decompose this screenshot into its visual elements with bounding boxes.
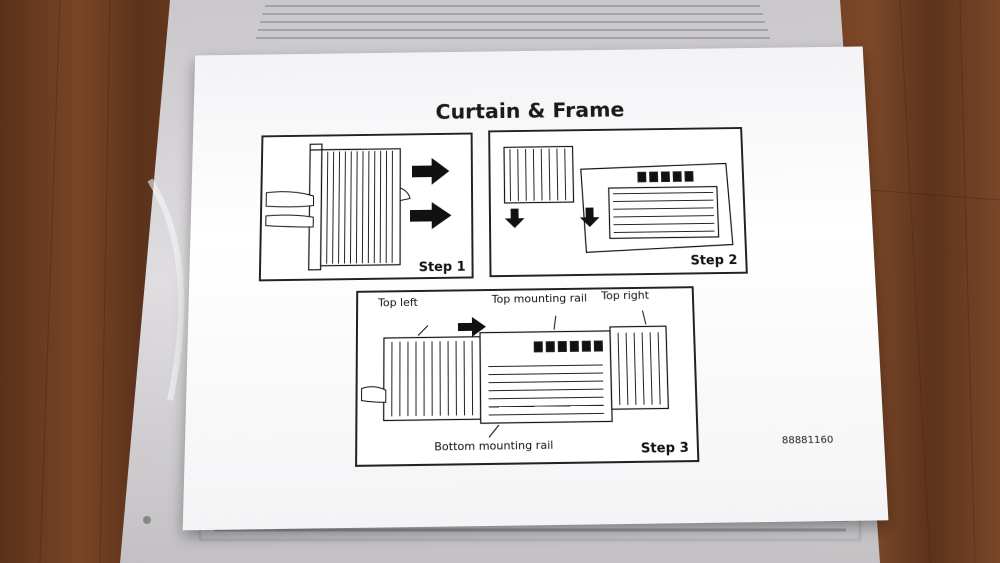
instruction-sheet: Curtain & Frame — [183, 46, 889, 530]
callout-bottom-mounting-rail: Bottom mounting rail — [434, 439, 553, 454]
step-2-label: Step 2 — [690, 253, 737, 268]
callout-top-mounting-rail: Top mounting rail — [492, 292, 587, 306]
sheet-title: Curtain & Frame — [193, 95, 866, 127]
step-3-panel: Top left Top mounting rail Top right Bot… — [355, 286, 699, 467]
step-1-label: Step 1 — [419, 260, 466, 275]
part-number: 88881160 — [782, 435, 834, 447]
callout-top-left: Top left — [378, 296, 418, 309]
step-2-panel: Step 2 — [488, 127, 748, 277]
step-1-panel: Step 1 — [259, 133, 474, 282]
step-1-illustration — [261, 134, 472, 279]
callout-top-right: Top right — [601, 289, 649, 302]
step-3-label: Step 3 — [641, 441, 689, 457]
